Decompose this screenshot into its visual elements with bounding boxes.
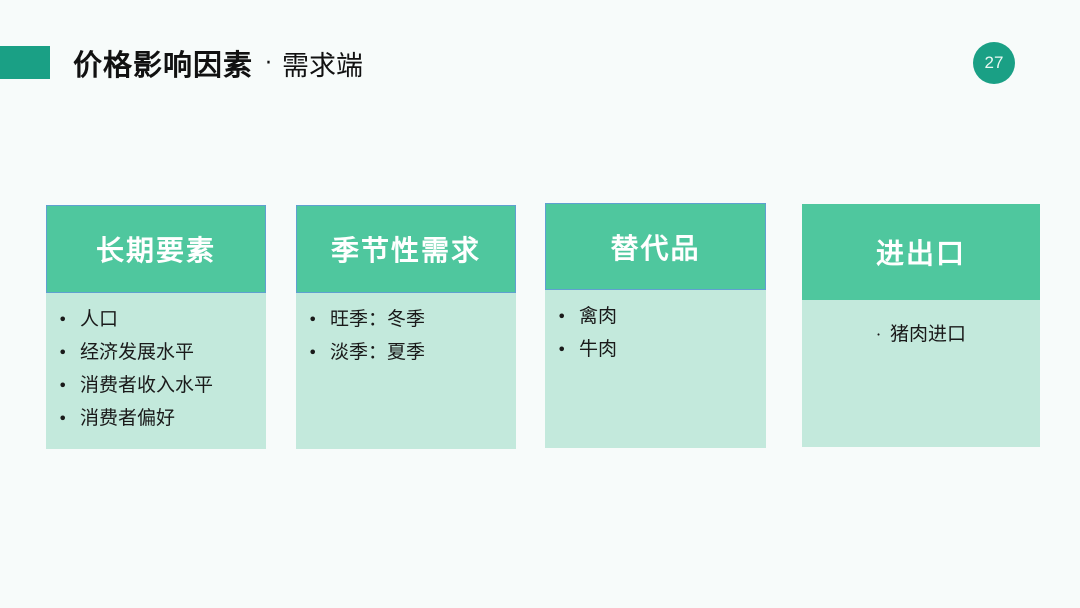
list-item: •旺季：冬季 [308, 303, 516, 336]
card-header: 长期要素 [46, 205, 266, 293]
card-body: •旺季：冬季 •淡季：夏季 [296, 293, 516, 449]
slide-title-sub: 需求端 [282, 50, 364, 82]
list-item: •消费者偏好 [58, 402, 266, 435]
title-separator: · [265, 50, 273, 76]
card-list: •人口 •经济发展水平 •消费者收入水平 •消费者偏好 [46, 293, 266, 435]
card-body: ·猪肉进口 [802, 300, 1040, 447]
card-body: •禽肉 •牛肉 [545, 290, 766, 448]
bullet-icon: • [308, 343, 318, 362]
card-header: 替代品 [545, 203, 766, 290]
card-header: 进出口 [802, 204, 1040, 300]
card-body: •人口 •经济发展水平 •消费者收入水平 •消费者偏好 [46, 293, 266, 449]
list-item: •人口 [58, 303, 266, 336]
card-import-export: 进出口 ·猪肉进口 [802, 204, 1040, 447]
list-item: •消费者收入水平 [58, 369, 266, 402]
list-item: •牛肉 [557, 333, 766, 366]
bullet-icon: • [58, 343, 68, 362]
card-list: ·猪肉进口 [802, 300, 1040, 351]
list-item: •经济发展水平 [58, 336, 266, 369]
slide-title-main: 价格影响因素 [73, 48, 254, 82]
bullet-icon: • [557, 340, 567, 359]
card-substitutes: 替代品 •禽肉 •牛肉 [545, 203, 766, 448]
page-number-badge: 27 [973, 42, 1015, 84]
card-list: •禽肉 •牛肉 [545, 290, 766, 366]
slide-title: 价格影响因素 · 需求端 [73, 40, 363, 86]
card-long-term-factors: 长期要素 •人口 •经济发展水平 •消费者收入水平 •消费者偏好 [46, 205, 266, 449]
list-item: •禽肉 [557, 300, 766, 333]
list-item: ·猪肉进口 [802, 318, 1040, 351]
bullet-icon: • [58, 310, 68, 329]
bullet-icon: • [58, 409, 68, 428]
bullet-icon: • [58, 376, 68, 395]
bullet-icon: • [557, 307, 567, 326]
list-item: •淡季：夏季 [308, 336, 516, 369]
title-accent-bar [0, 46, 50, 79]
bullet-icon: • [308, 310, 318, 329]
card-header: 季节性需求 [296, 205, 516, 293]
bullet-icon: · [875, 325, 882, 344]
card-seasonal-demand: 季节性需求 •旺季：冬季 •淡季：夏季 [296, 205, 516, 449]
card-list: •旺季：冬季 •淡季：夏季 [296, 293, 516, 369]
